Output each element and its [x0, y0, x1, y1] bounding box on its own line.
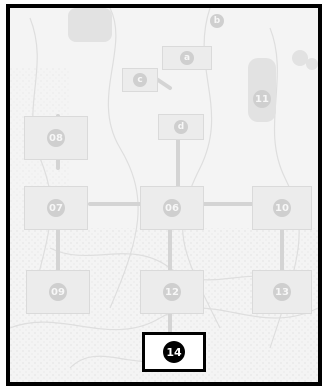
node-10[interactable]: 10: [273, 199, 291, 217]
box-08: 08: [24, 116, 88, 160]
box-07: 07: [24, 186, 88, 230]
box-d: d: [158, 114, 204, 140]
node-a[interactable]: a: [180, 51, 194, 65]
box-09: 09: [26, 270, 90, 314]
node-d[interactable]: d: [174, 120, 188, 134]
node-b[interactable]: b: [210, 14, 224, 28]
node-c[interactable]: c: [133, 73, 147, 87]
box-10: 10: [252, 186, 312, 230]
node-13[interactable]: 13: [273, 283, 291, 301]
node-11[interactable]: 11: [253, 90, 271, 108]
active-box-14[interactable]: 14: [142, 332, 206, 372]
box-c: c: [122, 68, 158, 92]
box-13: 13: [252, 270, 312, 314]
box-a: a: [162, 46, 212, 70]
node-14[interactable]: 14: [163, 341, 185, 363]
node-07[interactable]: 07: [47, 199, 65, 217]
node-08[interactable]: 08: [47, 129, 65, 147]
box-12: 12: [140, 270, 204, 314]
node-06[interactable]: 06: [163, 199, 181, 217]
node-09[interactable]: 09: [49, 283, 67, 301]
map-frame: a b c d 08 07 06 10 11 09 12 13 14: [6, 4, 322, 386]
box-06: 06: [140, 186, 204, 230]
node-12[interactable]: 12: [163, 283, 181, 301]
